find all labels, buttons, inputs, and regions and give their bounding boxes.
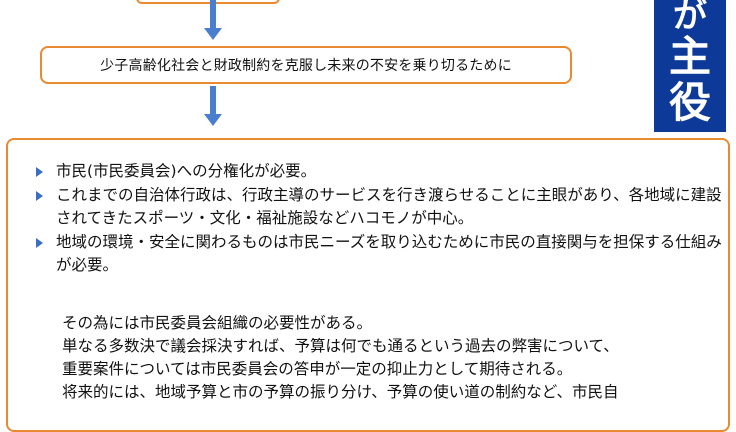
paragraph-line: 将来的には、地域予算と市の予算の振り分け、予算の使い道の制約など、市民自: [62, 383, 619, 401]
paragraph-line: 単なる多数決で議会採決すれば、予算は何でも通るという過去の弊害について、: [62, 337, 619, 355]
banner-char-1: が: [673, 0, 707, 36]
triangle-bullet-icon: [36, 167, 43, 177]
triangle-bullet-icon: [36, 237, 43, 248]
bullet-item: これまでの自治体行政は、行政主導のサービスを行き渡らせることに主眼があり、各地域…: [36, 184, 726, 231]
banner-char-3: 役: [668, 78, 711, 127]
bullet-item: 地域の環境・安全に関わるものは市民ニーズを取り込むために市民の直接関与を担保する…: [36, 231, 726, 278]
paragraph-line: その為には市民委員会組織の必要性がある。: [62, 314, 373, 332]
content-box: [6, 138, 730, 432]
bullet-text: 地域の環境・安全に関わるものは市民ニーズを取り込むために市民の直接関与を担保する…: [56, 232, 722, 275]
triangle-bullet-icon: [36, 190, 43, 201]
top-flow-box: [136, 0, 280, 4]
bullet-text: 市民(市民委員会)への分権化が必要。: [56, 162, 317, 180]
bullet-text: これまでの自治体行政は、行政主導のサービスを行き渡らせることに主眼があり、各地域…: [56, 185, 722, 228]
bullet-item: 市民(市民委員会)への分権化が必要。: [36, 160, 726, 184]
goal-text: 少子高齢化社会と財政制約を克服し未来の不安を乗り切るために: [100, 58, 512, 74]
paragraph-line: 重要案件については市民委員会の答申が一定の抑止力として期待される。: [62, 360, 573, 378]
goal-box: 少子高齢化社会と財政制約を克服し未来の不安を乗り切るために: [40, 46, 572, 84]
bullet-list: 市民(市民委員会)への分権化が必要。 これまでの自治体行政は、行政主導のサービス…: [36, 160, 726, 278]
banner-char-2: 主: [668, 32, 711, 81]
side-banner: が 主 役: [654, 0, 726, 132]
